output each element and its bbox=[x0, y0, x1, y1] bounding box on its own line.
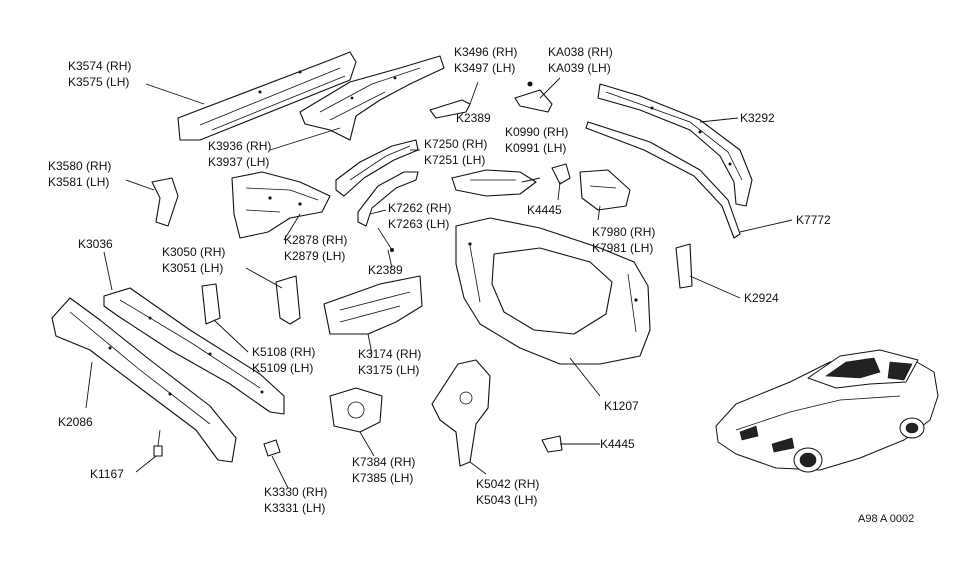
label-k7981: K7981 (LH) bbox=[592, 241, 653, 255]
label-k5108: K5108 (RH) bbox=[252, 345, 315, 359]
label-k7251: K7251 (LH) bbox=[424, 153, 485, 167]
label-k3581: K3581 (LH) bbox=[48, 175, 109, 189]
part-k3574-rail bbox=[177, 51, 357, 141]
label-k2879: K2879 (LH) bbox=[284, 249, 345, 263]
part-k4445-clip bbox=[551, 163, 571, 185]
part-k3496-bracket bbox=[429, 99, 471, 119]
label-k3937: K3937 (LH) bbox=[208, 155, 269, 169]
label-ka038: KA038 (RH) bbox=[548, 45, 613, 59]
label-k3575: K3575 (LH) bbox=[68, 75, 129, 89]
part-k3936-panel bbox=[299, 55, 445, 141]
label-k1167: K1167 bbox=[90, 467, 124, 481]
leader-lines bbox=[85, 77, 793, 489]
label-k3050: K3050 (RH) bbox=[162, 245, 225, 259]
car-illustration bbox=[715, 349, 939, 473]
label-k7980: K7980 (RH) bbox=[592, 225, 655, 239]
part-k1167-nut bbox=[153, 445, 163, 457]
part-k7250-strip bbox=[335, 139, 419, 197]
part-k5108-bracket bbox=[201, 283, 221, 325]
label-k7384: K7384 (RH) bbox=[352, 455, 415, 469]
label-k3580: K3580 (RH) bbox=[48, 159, 111, 173]
part-k2389-bolt bbox=[377, 227, 394, 252]
part-k7772-strip bbox=[585, 121, 741, 239]
part-k2924-bracket bbox=[675, 243, 693, 289]
label-k7263: K7263 (LH) bbox=[388, 217, 449, 231]
part-k3050-bracket bbox=[275, 275, 301, 325]
reference-code: A98 A 0002 bbox=[858, 513, 914, 525]
part-k7262-strip bbox=[357, 171, 419, 227]
part-k3330-block bbox=[263, 439, 281, 457]
part-k3174-panel bbox=[323, 275, 423, 335]
part-k5042-panel bbox=[431, 359, 491, 467]
label-k7250: K7250 (RH) bbox=[424, 137, 487, 151]
label-k3175: K3175 (LH) bbox=[358, 363, 419, 377]
part-ka038-bracket bbox=[514, 81, 553, 113]
label-k3496: K3496 (RH) bbox=[454, 45, 517, 59]
part-k2878-panel bbox=[231, 171, 331, 239]
label-k5109: K5109 (LH) bbox=[252, 361, 313, 375]
label-k7385: K7385 (LH) bbox=[352, 471, 413, 485]
part-k1207-frame bbox=[455, 217, 651, 365]
part-k7384-panel bbox=[329, 387, 383, 433]
part-k2086-bar bbox=[51, 297, 237, 463]
label-k3331: K3331 (LH) bbox=[264, 501, 325, 515]
label-k3330: K3330 (RH) bbox=[264, 485, 327, 499]
label-k4445-bottom: K4445 bbox=[600, 437, 635, 451]
part-k3292-bar bbox=[597, 83, 753, 207]
label-k5042: K5042 (RH) bbox=[476, 477, 539, 491]
part-k3580-bracket bbox=[151, 177, 179, 227]
part-k0990-panel bbox=[451, 169, 537, 197]
label-k3497: K3497 (LH) bbox=[454, 61, 515, 75]
label-k2878: K2878 (RH) bbox=[284, 233, 347, 247]
label-k3292: K3292 bbox=[740, 111, 775, 125]
label-k0990: K0990 (RH) bbox=[505, 125, 568, 139]
label-k2924: K2924 bbox=[744, 291, 779, 305]
label-k2389-mid: K2389 bbox=[368, 263, 403, 277]
part-k3036-bar bbox=[103, 287, 285, 415]
label-k7772: K7772 bbox=[796, 213, 831, 227]
label-ka039: KA039 (LH) bbox=[548, 61, 611, 75]
label-k0991: K0991 (LH) bbox=[505, 141, 566, 155]
part-k4445-clip-lower bbox=[541, 435, 563, 453]
label-k4445-top: K4445 bbox=[527, 203, 562, 217]
label-k3574: K3574 (RH) bbox=[68, 59, 131, 73]
label-k2389-top: K2389 bbox=[456, 111, 491, 125]
label-k2086: K2086 bbox=[58, 415, 93, 429]
label-k3174: K3174 (RH) bbox=[358, 347, 421, 361]
part-k7980-panel bbox=[579, 169, 631, 211]
label-k3051: K3051 (LH) bbox=[162, 261, 223, 275]
label-k3036: K3036 bbox=[78, 237, 113, 251]
label-k5043: K5043 (LH) bbox=[476, 493, 537, 507]
label-k1207: K1207 bbox=[604, 399, 639, 413]
label-k7262: K7262 (RH) bbox=[388, 201, 451, 215]
label-k3936: K3936 (RH) bbox=[208, 139, 271, 153]
